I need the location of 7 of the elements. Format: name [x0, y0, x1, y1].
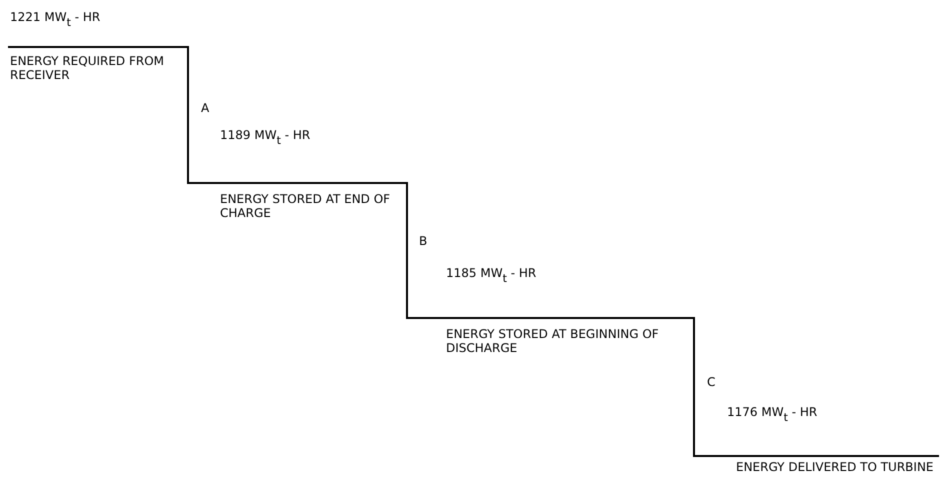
stage-letter: B	[419, 234, 428, 248]
stage-letter: C	[707, 375, 716, 389]
stage-letter: A	[201, 101, 210, 115]
stage-label: ENERGY REQUIRED FROM RECEIVER	[10, 54, 166, 82]
stage-label: ENERGY DELIVERED TO TURBINE	[736, 460, 934, 474]
stage-label: ENERGY STORED AT BEGINNING OF DISCHARGE	[446, 327, 660, 355]
stage-label: ENERGY STORED AT END OF CHARGE	[220, 192, 392, 220]
